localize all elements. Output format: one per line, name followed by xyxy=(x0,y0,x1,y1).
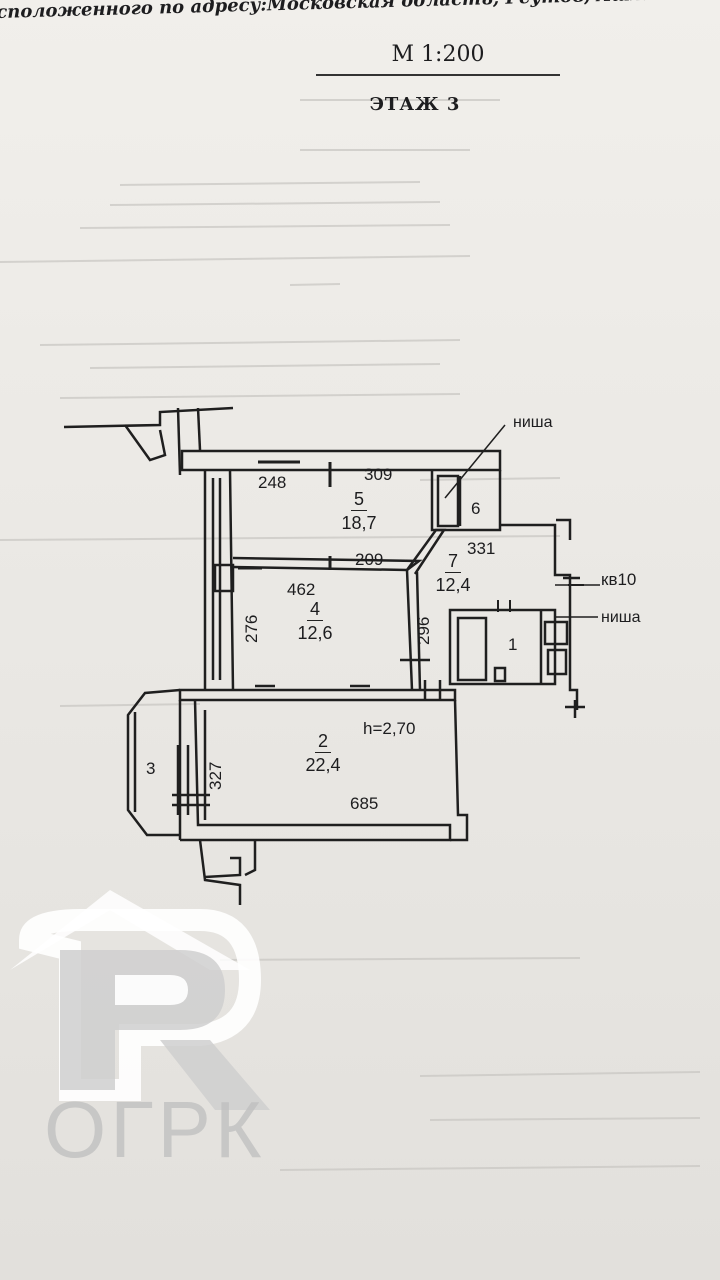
dimension-label: 209 xyxy=(355,550,384,569)
room-1-label: 1 xyxy=(508,635,518,654)
dimension-label: 296 xyxy=(414,616,433,645)
ceiling-height-label: h=2,70 xyxy=(363,719,416,738)
dimension-label: 331 xyxy=(467,539,496,558)
room-3-label: 3 xyxy=(146,759,156,778)
watermark-text: ОГРК xyxy=(44,1085,266,1174)
dimension-label: 309 xyxy=(364,465,393,484)
apartment-label: кв10 xyxy=(601,570,637,589)
dimension-label: 248 xyxy=(258,473,287,492)
scale-label: М 1:200 xyxy=(391,42,485,67)
watermark-logo-icon xyxy=(10,890,270,1110)
room-6-label: 6 xyxy=(471,499,481,518)
dimension-label: 276 xyxy=(242,614,261,643)
floor-label: ЭТАЖ 3 xyxy=(369,94,461,115)
dimension-label: 685 xyxy=(350,794,379,813)
dimension-label: 327 xyxy=(206,761,225,790)
niche-label-right: ниша xyxy=(601,609,641,626)
dimension-label: 462 xyxy=(287,580,316,599)
niche-label-top: ниша xyxy=(513,414,553,431)
scale-underline xyxy=(316,74,560,76)
